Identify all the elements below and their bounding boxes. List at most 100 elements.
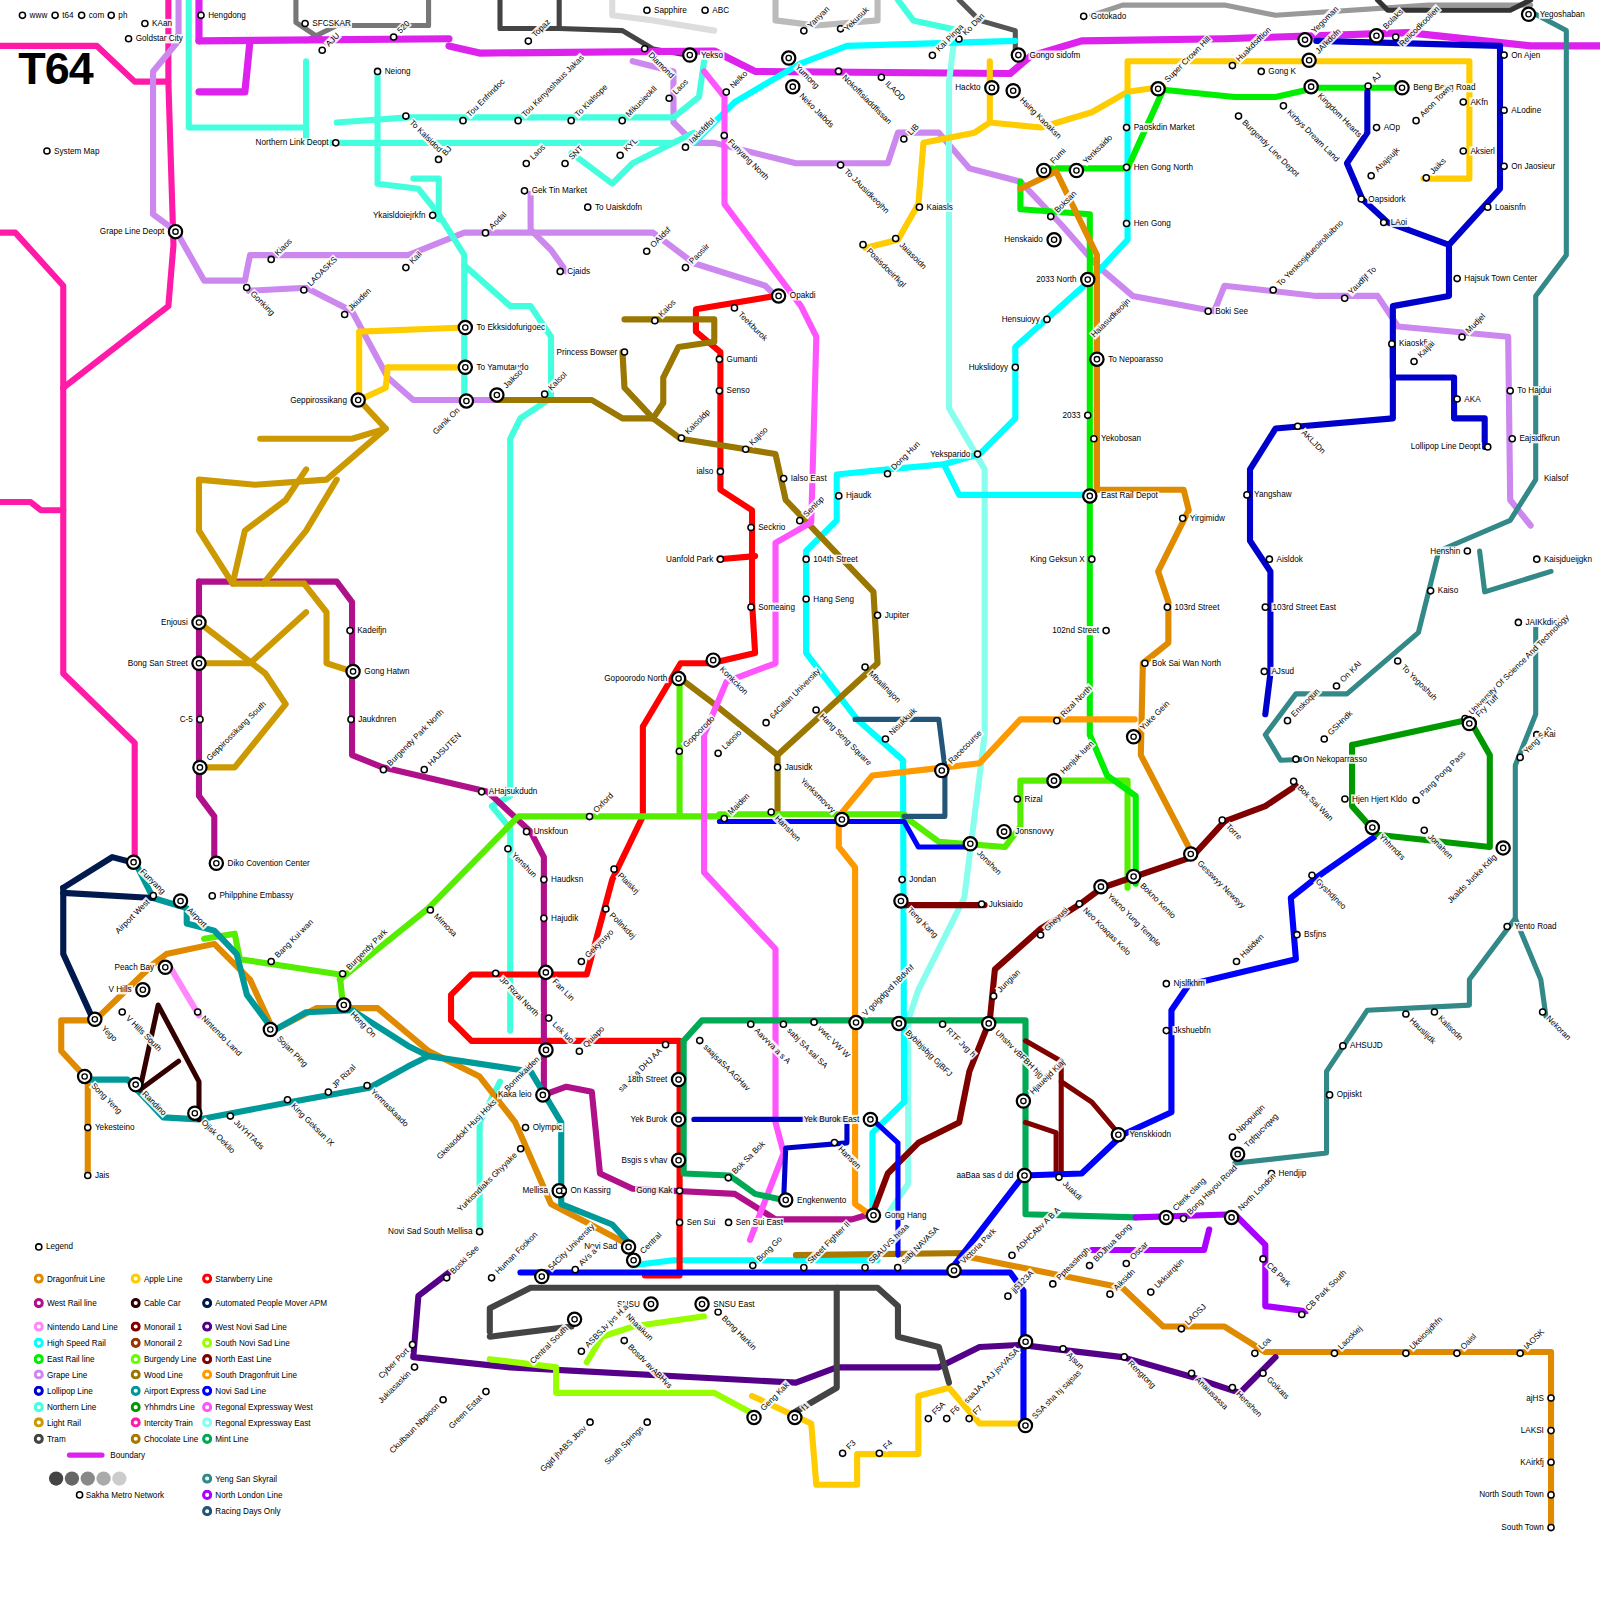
interchange-ring	[711, 657, 716, 662]
station-dot	[174, 894, 187, 907]
station-dot	[702, 7, 708, 13]
legend-item: Starwberry Line	[202, 1273, 272, 1283]
station-label: LAOSJ	[1182, 1302, 1208, 1328]
station-label: Anaiusassa	[1193, 1374, 1231, 1412]
rail-line	[199, 612, 306, 663]
station-dot	[1507, 388, 1513, 394]
station-dot	[672, 1154, 685, 1167]
station-dot	[1184, 847, 1197, 860]
station-dot	[1019, 1419, 1032, 1432]
legend-text: Racing Days Only	[215, 1507, 280, 1516]
rail-line	[959, 0, 1015, 55]
station-label: V Hills	[107, 985, 132, 994]
rail-line	[1250, 41, 1500, 714]
interchange-ring	[214, 861, 219, 866]
station-label: Hjen Hjert Kldo	[1351, 794, 1408, 803]
station-label: Oapsidork	[1367, 194, 1406, 203]
station-dot	[1090, 353, 1103, 366]
station-dot	[662, 1042, 668, 1048]
station-label: SSA sha hj sajsas	[1029, 1367, 1083, 1421]
station-label: V Hills South	[123, 1013, 164, 1054]
rail-line	[1020, 182, 1135, 884]
station-label: Gekysuyo	[582, 927, 616, 961]
rail-line	[195, 0, 202, 41]
station-label: Haudksn	[550, 875, 584, 884]
station-label: AHSUJD	[1349, 1041, 1384, 1050]
interchange-ring	[1370, 825, 1375, 830]
rail-line	[304, 584, 352, 672]
station-dot	[1460, 99, 1466, 105]
station-label: Olympic	[532, 1123, 564, 1132]
station-label: Jkiuden	[346, 286, 374, 314]
station-label: Diamond	[646, 50, 677, 81]
legend-swatch	[35, 1299, 42, 1306]
rail-line	[839, 719, 1135, 816]
station-label: Jaukdnren	[357, 715, 397, 724]
station-label: Kai Pinga	[933, 22, 966, 55]
station-dot	[374, 68, 380, 74]
station-label: Bok Sai Wan	[1295, 782, 1336, 823]
station-dot	[1086, 1262, 1092, 1268]
station-dot	[1548, 1524, 1554, 1530]
rail-line	[1026, 1122, 1057, 1173]
station-dot	[19, 12, 25, 18]
interchange-ring	[1098, 884, 1103, 889]
legend-item: Mint Line	[202, 1434, 248, 1444]
legend-swatch	[204, 1387, 211, 1394]
station-dot	[197, 716, 203, 722]
rail-line	[531, 194, 567, 272]
station-label: Paoskdin Market	[1133, 123, 1196, 132]
station-dot	[1089, 556, 1095, 562]
station-label: Human Fookon	[493, 1229, 540, 1276]
station-dot	[721, 132, 727, 138]
rail-line	[752, 1388, 1023, 1485]
legend-swatch-box	[202, 1273, 212, 1283]
station-label: Bolaks	[1380, 7, 1405, 32]
station-label: Plaiskrj	[615, 870, 642, 897]
legend-item: Tram	[34, 1434, 66, 1444]
station-label: Enskoqun	[1289, 686, 1323, 720]
station-label: Boksan	[1052, 188, 1079, 215]
station-dot	[1342, 796, 1348, 802]
station-dot	[352, 393, 365, 406]
station-dot	[518, 1146, 524, 1152]
station-label: Boki See	[1214, 307, 1249, 316]
station-label: Gheyusi	[1042, 905, 1071, 934]
interchange-ring	[1094, 357, 1099, 362]
station-dot	[505, 846, 511, 852]
station-dot	[997, 825, 1010, 838]
interchange-ring	[1500, 845, 1505, 850]
station-dot	[644, 1297, 657, 1310]
station-label: Rengtong	[1125, 1358, 1158, 1391]
legend-swatch	[35, 1435, 42, 1442]
interchange-ring	[1085, 277, 1090, 282]
station-label: To Uaiskdofn	[594, 203, 643, 212]
station-label: Hanshen	[772, 813, 803, 844]
station-label: Bang Kui wan	[272, 917, 316, 961]
legend-swatch	[132, 1356, 139, 1363]
station-dot	[1163, 981, 1169, 987]
station-label: 2033 North	[1035, 275, 1077, 284]
station-dot	[944, 1416, 950, 1422]
station-label: Kajiso	[747, 424, 771, 448]
station-dot	[192, 616, 205, 629]
interchange-ring	[1131, 734, 1136, 739]
station-dot	[586, 814, 592, 820]
station-label: Ahajsujk	[1372, 145, 1402, 175]
station-label: Gongo sidofm	[1029, 51, 1082, 60]
station-label: F6	[948, 1403, 963, 1418]
station-label: com	[88, 11, 105, 20]
station-dot	[1014, 796, 1020, 802]
legend-swatch-box	[131, 1321, 141, 1331]
station-label: Burgendy Line Depot	[1240, 117, 1302, 179]
station-dot	[227, 1113, 233, 1119]
rail-line	[1235, 918, 1516, 1163]
rail-line	[1026, 1041, 1120, 1135]
station-dot	[1094, 880, 1107, 893]
station-dot	[1460, 148, 1466, 154]
interchange-ring	[1229, 1215, 1234, 1220]
station-dot	[541, 877, 547, 883]
station-dot	[717, 468, 723, 474]
station-label: Geppirossikang South	[204, 699, 269, 764]
rail-line	[63, 857, 135, 888]
